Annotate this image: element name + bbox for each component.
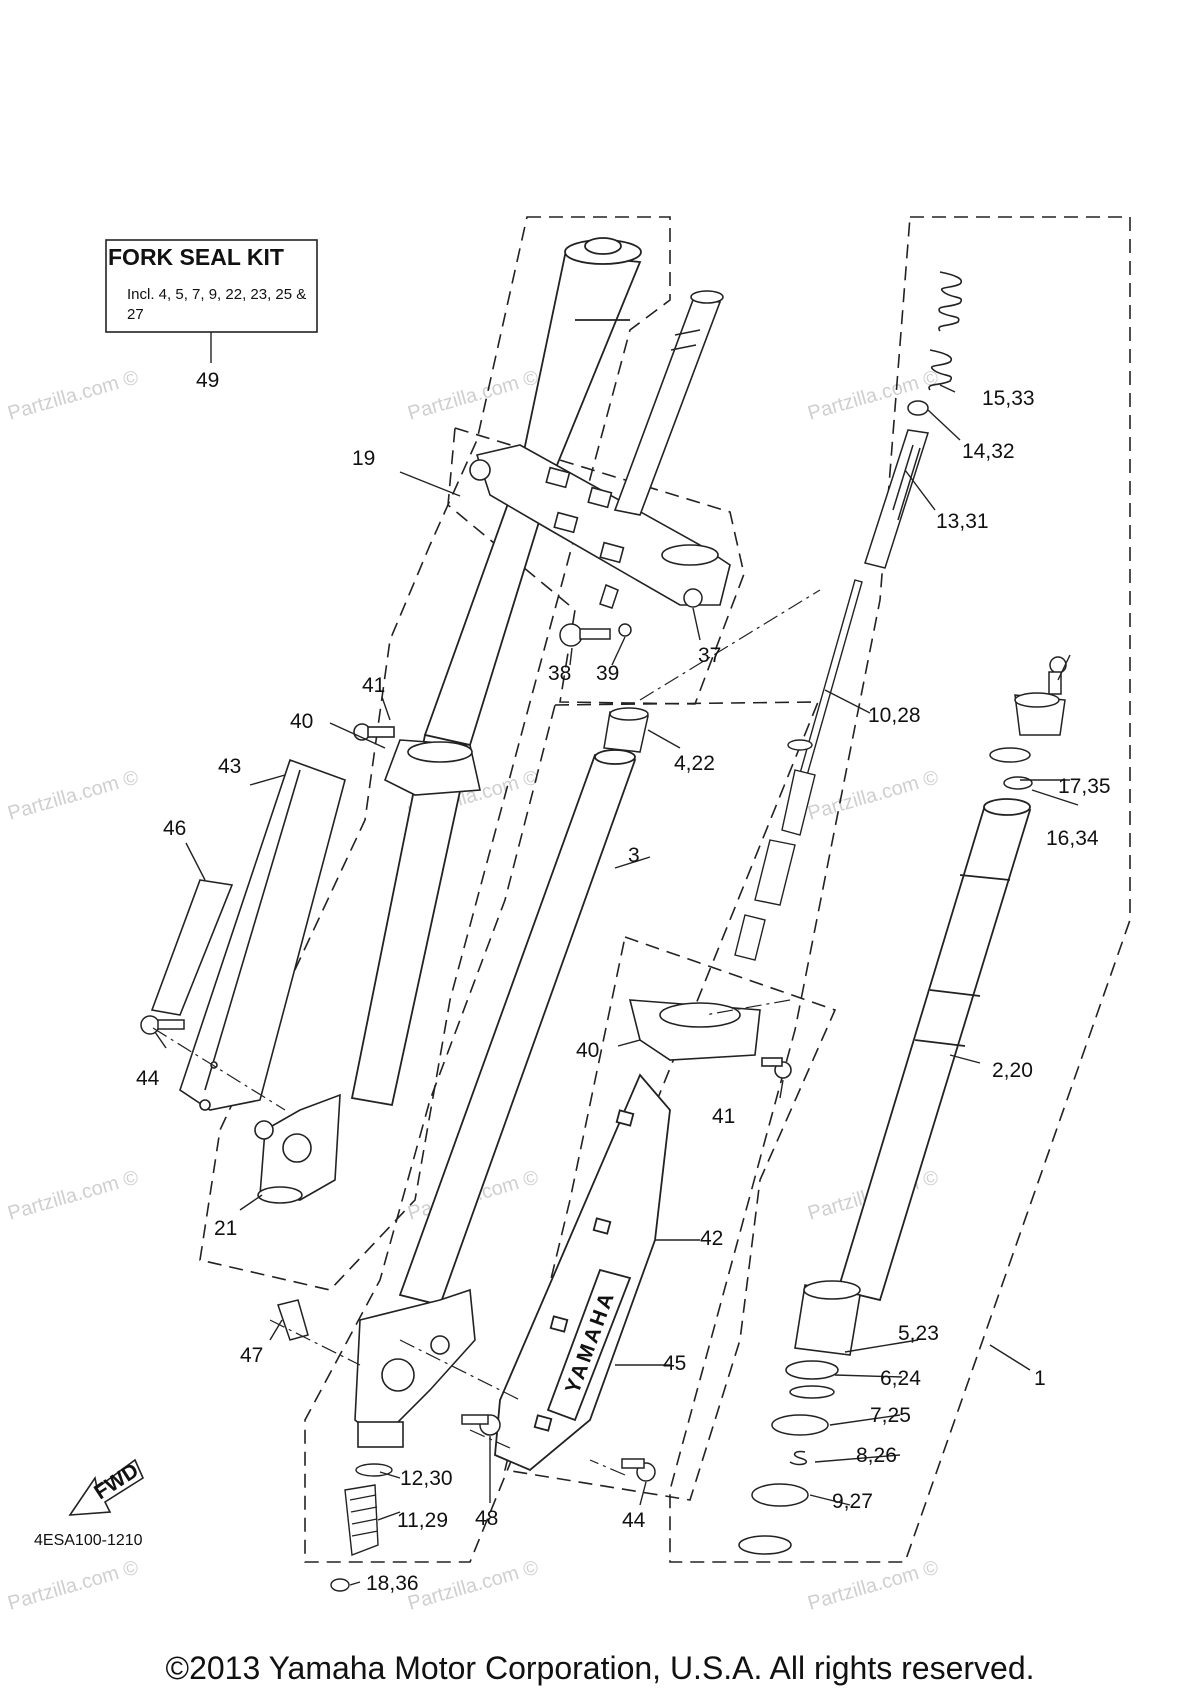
part-label: 41 bbox=[712, 1105, 735, 1128]
part-label: 14,32 bbox=[962, 440, 1015, 463]
kit-box-title: FORK SEAL KIT bbox=[108, 244, 284, 270]
part-label: 1 bbox=[1034, 1367, 1046, 1390]
right-fork-bottom bbox=[794, 1280, 861, 1356]
part-label: 21 bbox=[214, 1217, 237, 1240]
cap-bolt-17-35 bbox=[989, 656, 1067, 763]
part-label: 16,34 bbox=[1046, 827, 1099, 850]
part-label: 46 bbox=[163, 817, 186, 840]
guard-bolts-lower bbox=[461, 1414, 656, 1482]
watermark: Partzilla.com © bbox=[805, 766, 941, 824]
bushing-4-22 bbox=[603, 707, 649, 753]
lower-center-group-outline bbox=[504, 935, 837, 1501]
part-label: 38 bbox=[548, 662, 571, 685]
part-labels: 49 19 41 40 43 46 44 21 47 38 39 37 4,22… bbox=[136, 369, 1111, 1595]
watermark: Partzilla.com © bbox=[405, 1556, 541, 1614]
part-label: 41 bbox=[362, 674, 385, 697]
part-label: 47 bbox=[240, 1344, 263, 1367]
part-label: 3 bbox=[628, 844, 640, 867]
lower-clamp-center bbox=[628, 999, 792, 1079]
part-label: 37 bbox=[698, 644, 721, 667]
spacer-14-32 bbox=[907, 400, 929, 416]
part-label: 48 bbox=[475, 1507, 498, 1530]
part-label: 44 bbox=[136, 1067, 160, 1090]
part-label: 6,24 bbox=[880, 1367, 921, 1390]
kit-box-text: Incl. 4, 5, 7, 9, 22, 23, 25 & 27 bbox=[127, 286, 307, 323]
left-fork-bottom bbox=[254, 1093, 341, 1204]
fwd-arrow-icon bbox=[68, 1458, 145, 1516]
part-label: 40 bbox=[290, 710, 313, 733]
right-outer-tube-2-20 bbox=[836, 798, 1032, 1302]
part-label: 13,31 bbox=[936, 510, 989, 533]
part-label: 39 bbox=[596, 662, 619, 685]
clamp-hardware bbox=[559, 583, 703, 647]
watermark: Partzilla.com © bbox=[805, 366, 941, 424]
part-label: 11,29 bbox=[397, 1509, 448, 1532]
upper-triple-clamp bbox=[469, 444, 731, 606]
part-label: 5,23 bbox=[898, 1322, 939, 1345]
part-label: 45 bbox=[663, 1352, 686, 1375]
part-label: 7,25 bbox=[870, 1404, 911, 1427]
part-label: 9,27 bbox=[832, 1490, 873, 1513]
lower-fork-guard bbox=[494, 1073, 671, 1472]
part-label: 44 bbox=[622, 1509, 646, 1532]
damper-rod-sleeve-13-31 bbox=[864, 429, 929, 569]
part-label: 8,26 bbox=[856, 1444, 897, 1467]
guard-bolt-44-left bbox=[140, 1015, 185, 1035]
part-label: 49 bbox=[196, 369, 219, 392]
watermark: Partzilla.com © bbox=[405, 366, 541, 424]
leader-lines bbox=[154, 384, 1079, 1586]
washer-16-34 bbox=[1003, 776, 1033, 790]
watermark: Partzilla.com © bbox=[5, 766, 141, 824]
fork-seal-kit-box bbox=[105, 239, 318, 333]
diagram-code: 4ESA100-1210 bbox=[34, 1532, 143, 1549]
part-label: 42 bbox=[700, 1227, 723, 1250]
part-label: 43 bbox=[218, 755, 241, 778]
part-label: 15,33 bbox=[982, 387, 1035, 410]
spring bbox=[928, 271, 963, 391]
part-label: 18,36 bbox=[366, 1572, 419, 1595]
part-label: 2,20 bbox=[992, 1059, 1033, 1082]
damper-rod-10-28 bbox=[734, 579, 863, 961]
right-fork-group-outline bbox=[669, 216, 1131, 1563]
part-label: 19 bbox=[352, 447, 375, 470]
part-label: 40 bbox=[576, 1039, 599, 1062]
part-label: 4,22 bbox=[674, 752, 715, 775]
part-label: 10,28 bbox=[868, 704, 921, 727]
axle-bracket bbox=[354, 1288, 476, 1448]
left-outer-tube bbox=[350, 237, 642, 1107]
watermark: Partzilla.com © bbox=[5, 366, 141, 424]
watermark: Partzilla.com © bbox=[5, 1166, 141, 1224]
bracket-group-outline bbox=[447, 426, 745, 705]
clip-47 bbox=[277, 1299, 309, 1341]
part-label: 17,35 bbox=[1058, 775, 1111, 798]
fork-guard-sticker bbox=[150, 879, 234, 1016]
seal-stack bbox=[738, 1360, 839, 1555]
watermark: Partzilla.com © bbox=[805, 1556, 941, 1614]
inner-tube bbox=[398, 749, 637, 1307]
copyright-footer: ©2013 Yamaha Motor Corporation, U.S.A. A… bbox=[165, 1650, 1035, 1686]
left-fork-guard bbox=[179, 758, 346, 1111]
alignment-lines bbox=[152, 589, 821, 1476]
steering-stem bbox=[613, 290, 724, 516]
watermark: Partzilla.com © bbox=[5, 1556, 141, 1614]
part-label: 12,30 bbox=[400, 1467, 453, 1490]
group-outlines bbox=[199, 216, 1131, 1563]
